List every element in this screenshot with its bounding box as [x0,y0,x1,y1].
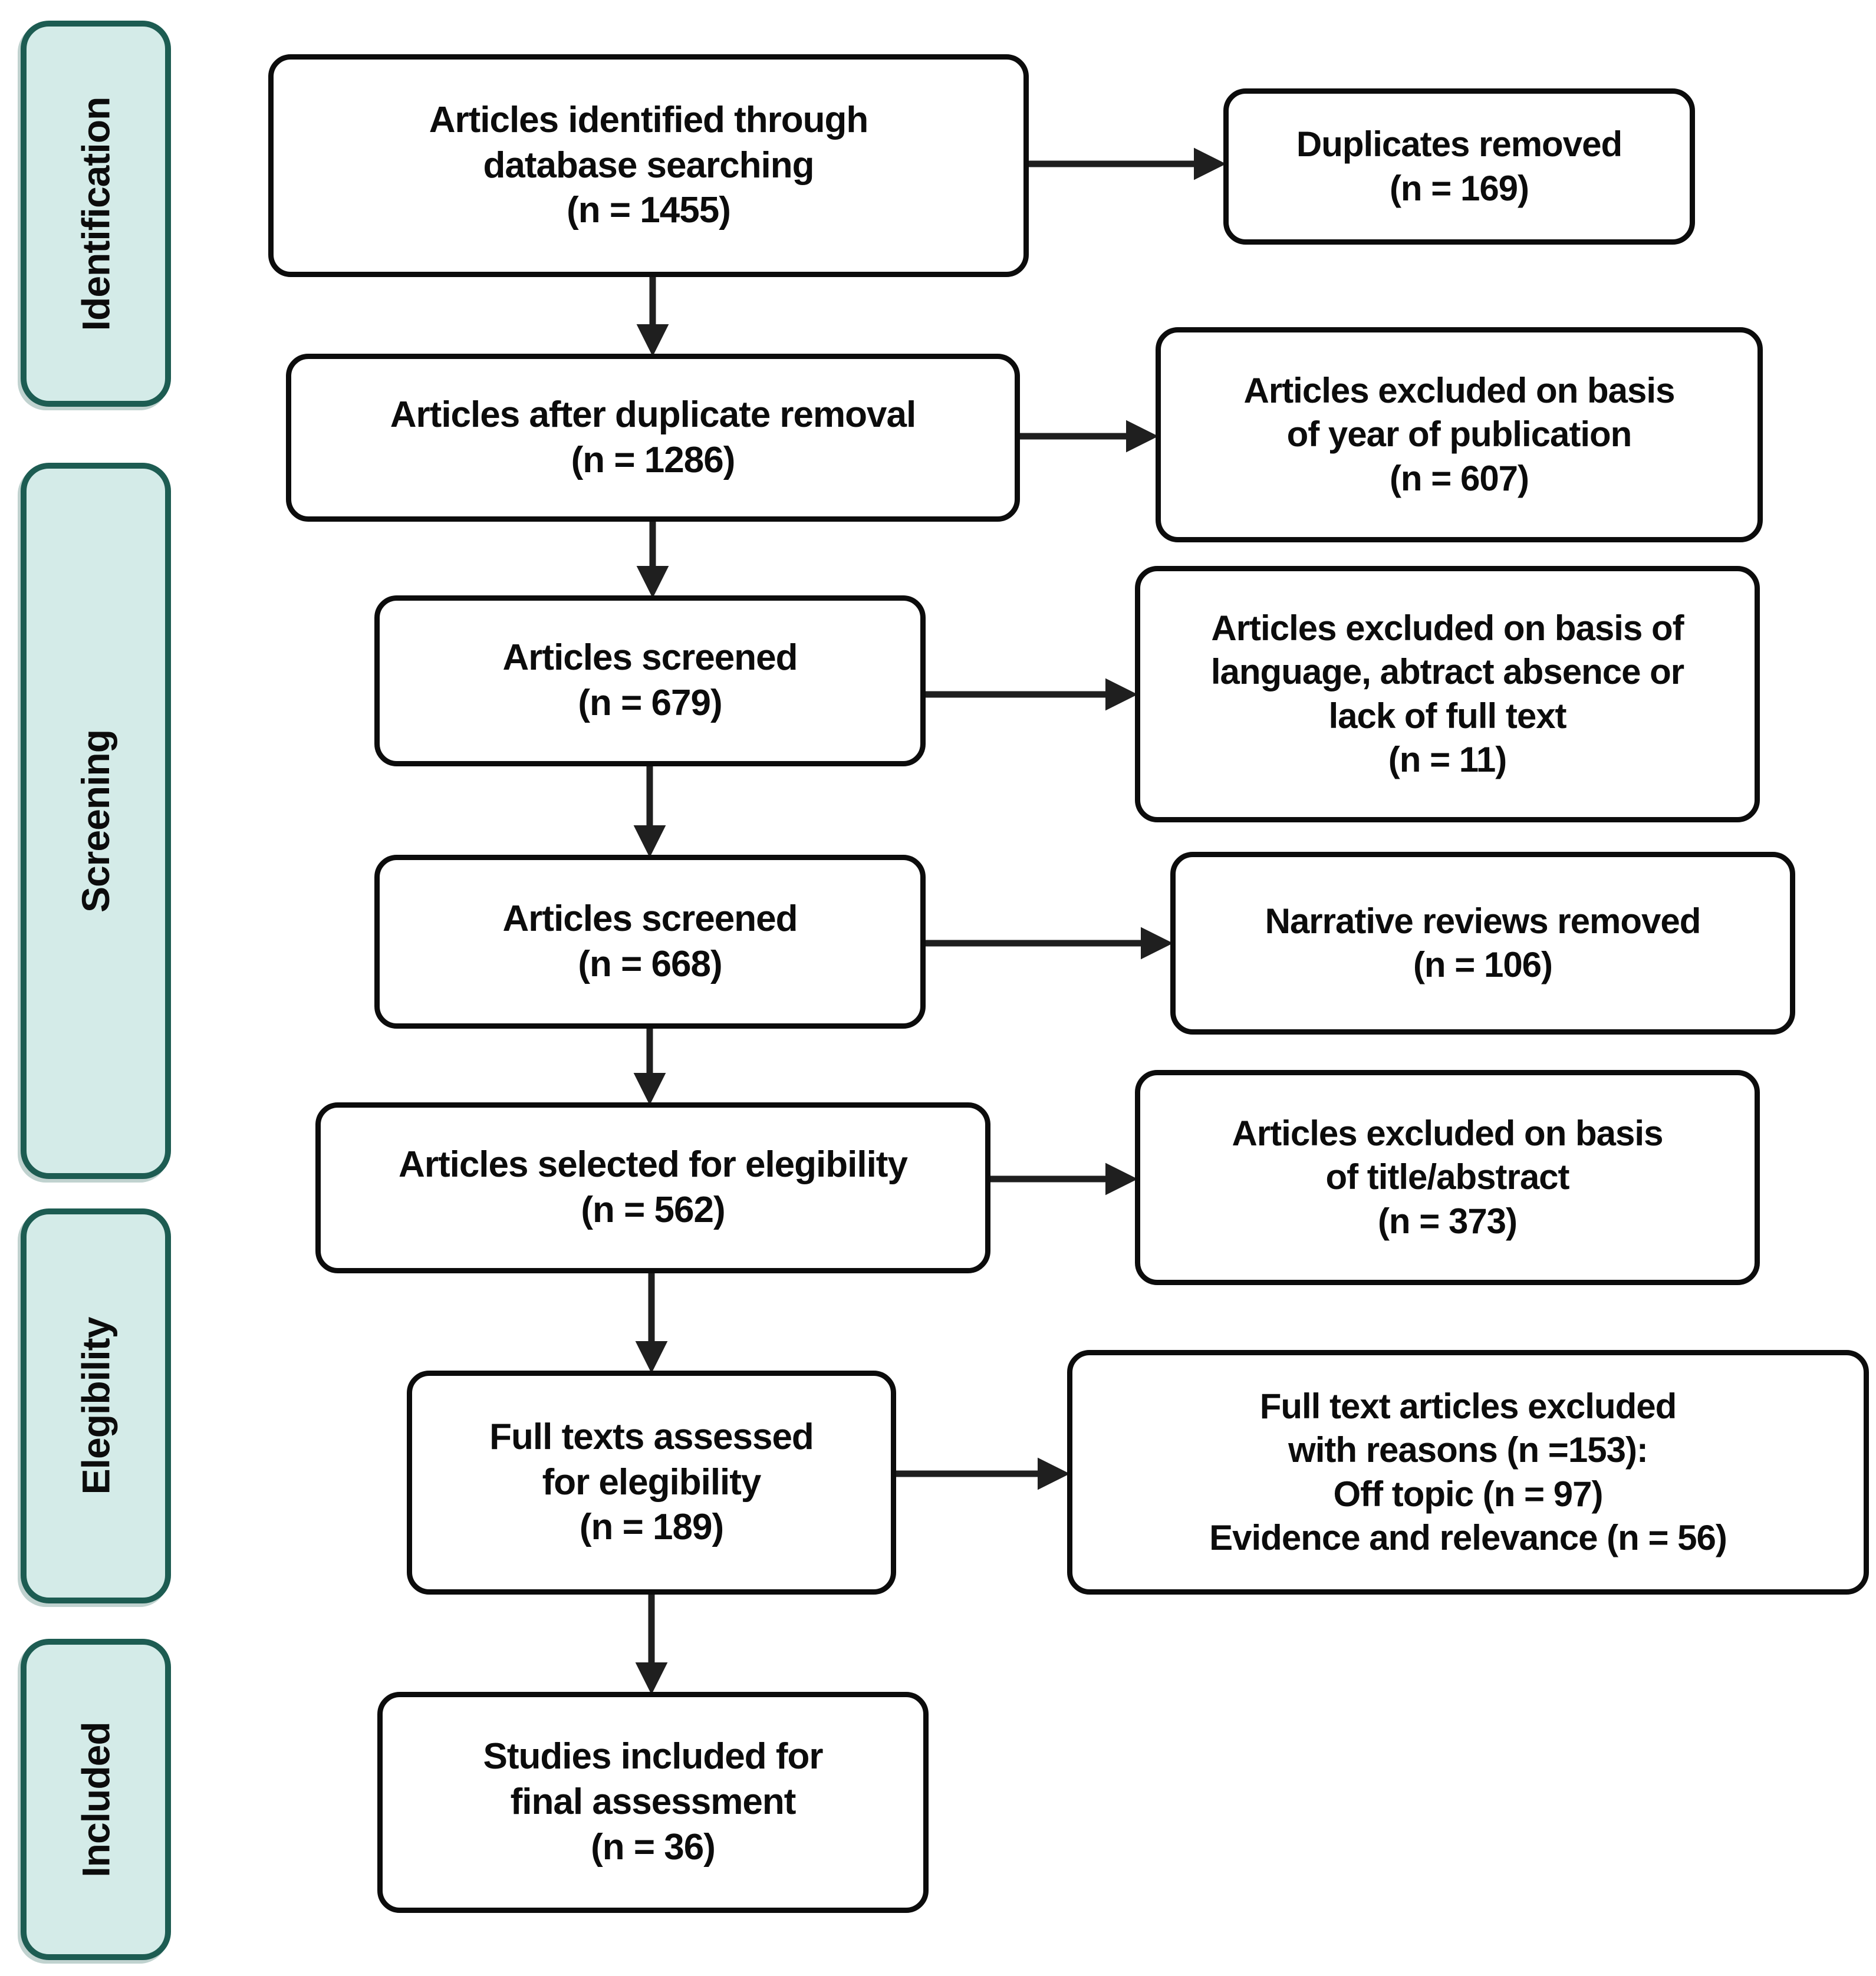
box-excluded-title-abstract: Articles excluded on basis of title/abst… [1135,1070,1760,1285]
stage-label-elegibility: Elegibility [74,1317,118,1495]
stage-label-included: Included [74,1721,118,1878]
box-articles-screened-668: Articles screened (n = 668) [374,855,926,1029]
box-full-texts-assessed: Full texts assessed for elegibility (n =… [407,1371,896,1595]
box-fulltext-excluded-reasons: Full text articles excluded with reasons… [1067,1350,1869,1595]
stage-box-elegibility: Elegibility [21,1208,171,1603]
stage-box-screening: Screening [21,463,171,1179]
box-studies-included-final: Studies included for final assessment (n… [377,1692,929,1913]
box-articles-screened-679: Articles screened (n = 679) [374,595,926,766]
stage-label-screening: Screening [74,729,118,913]
stage-label-identification: Identification [74,97,118,331]
box-duplicates-removed: Duplicates removed (n = 169) [1223,88,1695,245]
stage-box-identification: Identification [21,21,171,407]
box-excluded-year-publication: Articles excluded on basis of year of pu… [1156,327,1763,542]
box-narrative-reviews-removed: Narrative reviews removed (n = 106) [1170,852,1795,1035]
stage-box-included: Included [21,1639,171,1960]
box-after-duplicate-removal: Articles after duplicate removal (n = 12… [286,354,1020,522]
box-selected-for-elegibility: Articles selected for elegibility (n = 5… [315,1102,990,1273]
box-articles-identified: Articles identified through database sea… [268,54,1029,277]
box-excluded-language-abstract-fulltext: Articles excluded on basis of language, … [1135,566,1760,822]
